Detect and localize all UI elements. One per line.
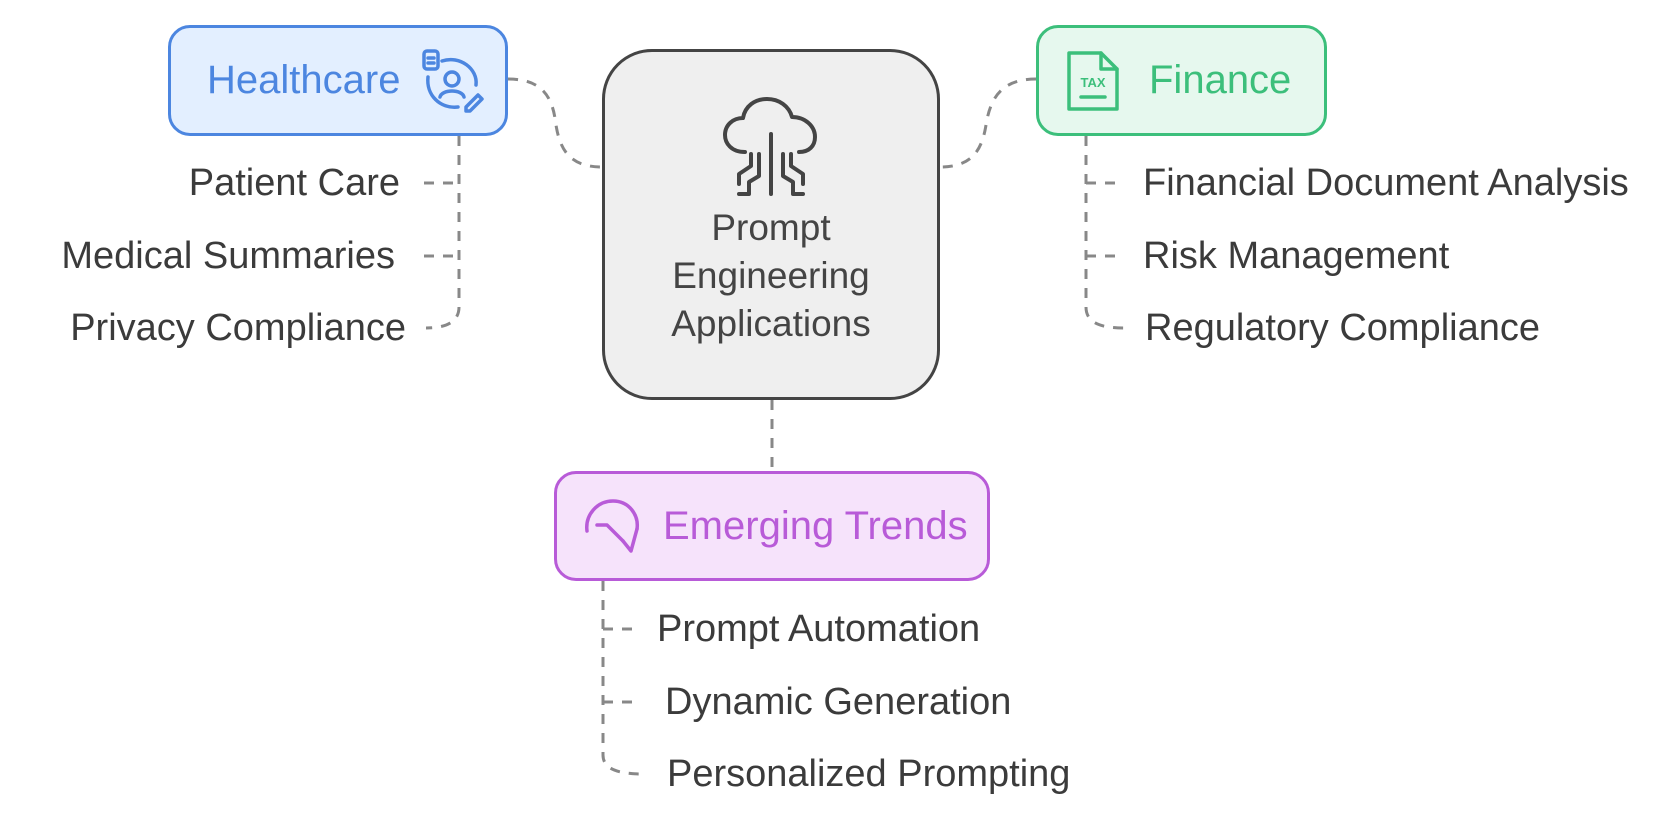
svg-text:TAX: TAX (1080, 75, 1105, 90)
connector-emerging-trunk (601, 581, 644, 776)
emerging-trends-item: Dynamic Generation (665, 681, 1012, 723)
emerging-trends-item: Personalized Prompting (667, 753, 1071, 795)
healthcare-item: Medical Summaries (61, 235, 395, 277)
tax-document-icon: TAX (1067, 50, 1119, 111)
circular-arrow-icon (585, 499, 639, 553)
cloud-circuit-icon (723, 97, 817, 196)
finance-item: Financial Document Analysis (1143, 162, 1629, 204)
connector-healthcare-center (507, 77, 603, 169)
center-title-line: Engineering (672, 255, 870, 296)
center-node: Prompt Engineering Applications (602, 49, 940, 400)
finance-node: TAX Finance (1036, 25, 1327, 136)
emerging-trends-item: Prompt Automation (657, 608, 981, 650)
patient-record-icon (422, 48, 485, 113)
healthcare-node: Healthcare (168, 25, 508, 136)
connector-finance-trunk (1084, 136, 1125, 330)
center-title: Prompt Engineering Applications (671, 204, 871, 348)
finance-title: Finance (1149, 58, 1292, 102)
healthcare-item: Patient Care (188, 162, 400, 204)
healthcare-item: Privacy Compliance (70, 307, 406, 349)
center-title-line: Applications (671, 303, 871, 344)
emerging-trends-title: Emerging Trends (663, 503, 968, 548)
center-title-line: Prompt (711, 207, 831, 248)
finance-item: Risk Management (1143, 235, 1450, 277)
finance-item: Regulatory Compliance (1145, 307, 1540, 349)
connector-finance-center (939, 77, 1037, 169)
healthcare-title: Healthcare (207, 58, 401, 102)
emerging-trends-node: Emerging Trends (554, 471, 990, 581)
connector-healthcare-trunk (425, 136, 461, 330)
